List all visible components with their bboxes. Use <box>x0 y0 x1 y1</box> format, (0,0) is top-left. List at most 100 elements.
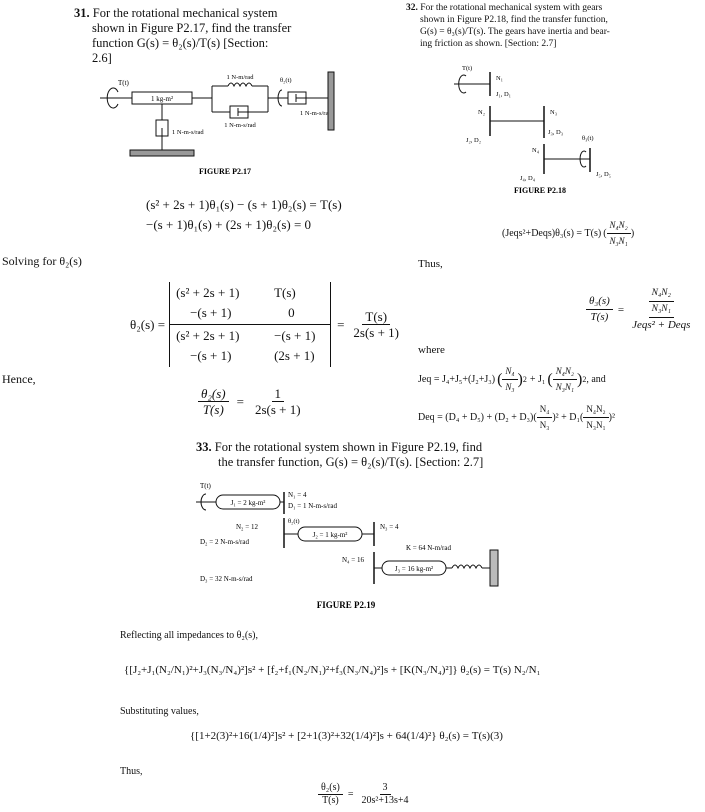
problem-33-line1: For the rotational system shown in Figur… <box>214 440 483 454</box>
det-numerator: (s² + 2s + 1) T(s) −(s + 1) 0 <box>169 282 332 325</box>
p33-tf-rnum: 3 <box>379 782 391 795</box>
p31-eq2: −(s + 1)θ₁(s) + (2s + 1)θ₂(s) = 0 <box>146 217 312 232</box>
p32-eqmotion-num: N₄N₂ <box>606 218 631 234</box>
p32-jeq-f1-den: N₃ <box>505 382 515 392</box>
p32-jeq-mid: + J₁ <box>529 374 546 385</box>
p33-substituted-equation: {[1+2(3)²+16(1/4)²]s² + [2+1(3)²+32(1/4)… <box>190 730 503 742</box>
p32-torque-label: T(t) <box>462 65 472 72</box>
p32-where-text: where <box>418 344 445 356</box>
p33-wall <box>489 549 499 587</box>
det-den-a: (s² + 2s + 1) <box>176 328 240 343</box>
problem-33-statement: 33. For the rotational system shown in F… <box>196 440 483 470</box>
inertia-j1-label: J₁ = 2 kg-m² <box>231 499 266 507</box>
problem-32-number: 32. <box>406 3 418 13</box>
det-num-b: T(s) <box>274 285 296 300</box>
problem-31-line3: function G(s) = θ₂(s)/T(s) [Section: <box>92 36 269 50</box>
p32-deq-f2-den: N₃N₁ <box>586 420 606 430</box>
p33-thus-text: Thus, <box>120 766 143 777</box>
p32-deq-f1-num: N₄ <box>536 402 553 418</box>
p32-jeq-sq2: 2 <box>582 375 587 384</box>
p31-rhs-num: T(s) <box>362 309 391 325</box>
p31-solving-text: Solving for θ₂(s) <box>2 254 82 268</box>
gear-n4-label: N₄ = 16 <box>342 556 364 564</box>
p32-theta3-label: θ₃(t) <box>582 135 594 142</box>
problem-33-number: 33. <box>196 440 212 454</box>
p31-final-num-r: 1 <box>271 386 285 402</box>
p33-tf-lnum: θ₂(s) <box>318 782 343 795</box>
p32-tf-rden: Jeqs² + Deqs <box>632 319 691 331</box>
gear-n1-label: N₁ <box>496 75 503 82</box>
p32-deq-lhs: Deq = (D₄ + D₅) + (D₂ + D₃)( <box>418 412 537 423</box>
p31-equals: = <box>337 316 345 332</box>
gear-n3-label: N₃ <box>550 109 557 116</box>
p32-jeq-sq1: 2 <box>522 375 527 384</box>
spring-k-label: K = 64 N-m/rad <box>406 544 451 552</box>
figure-caption-p2-19: FIGURE P2.19 <box>317 600 376 610</box>
det-den-c: −(s + 1) <box>190 348 232 363</box>
gear-n4-params: J₄, D₄ <box>520 175 536 182</box>
figure-p2-18: T(t) N₁ J₁, D₁ N₂ J₂, D₂ N₃ J₃, D₃ θ₃(t)… <box>454 65 611 195</box>
p33-tf-rden: 20s²+13s+4 <box>361 795 409 806</box>
p32-thus-text: Thus, <box>418 258 443 270</box>
inertia-j3-label: J₃ = 16 kg-m² <box>395 565 433 573</box>
gear-n2-label: N₂ <box>478 109 485 116</box>
problem-31-line4: 2.6] <box>92 51 112 65</box>
p32-deq-mid: )² + D₁( <box>552 412 584 423</box>
p31-rhs-den: 2s(s + 1) <box>353 325 400 340</box>
problem-32-line1: For the rotational mechanical system wit… <box>420 3 603 13</box>
det-num-d: 0 <box>288 305 295 320</box>
p32-jeq-lhs: Jeq = J₄+J₅+(J₂+J₃) <box>418 374 496 385</box>
p33-reflecting-text: Reflecting all impedances to θ₂(s), <box>120 630 258 641</box>
gear-n2-params: J₂, D₂ <box>466 137 481 144</box>
p31-determinant-solution: θ₂(s) = (s² + 2s + 1) T(s) −(s + 1) 0 (s… <box>130 282 402 367</box>
damper-d1-label: 1 N-m-s/rad <box>224 122 256 129</box>
det-den-b: −(s + 1) <box>274 328 316 343</box>
p32-jeq-f2-num: N₄N₂ <box>552 364 577 380</box>
problem-31-number: 31. <box>74 6 90 20</box>
det-den-d: (2s + 1) <box>274 348 315 363</box>
problem-32-line2: shown in Figure P2.18, find the transfer… <box>420 15 608 25</box>
damper-d2-label: D₂ = 2 N-m-s/rad <box>200 538 249 546</box>
ground <box>129 149 195 157</box>
problem-31-statement: 31. For the rotational mechanical system… <box>74 6 291 66</box>
right-wall <box>327 71 335 131</box>
p31-eq1: (s² + 2s + 1)θ₁(s) − (s + 1)θ₂(s) = T(s) <box>146 197 342 212</box>
gear-n2-label: N₂ = 12 <box>236 523 258 531</box>
inertia-label: 1 kg-m² <box>151 95 173 103</box>
spring-k1-label: 1 N-m/rad <box>227 74 255 81</box>
problem-31-line1: For the rotational mechanical system <box>92 6 278 20</box>
damper-k2-label: 1 N-m-s/rad <box>300 110 332 117</box>
p32-tf-rnum-top: N₄N₂ <box>648 286 674 302</box>
p32-deq-f1-den: N₃ <box>539 420 550 430</box>
det-num-c: −(s + 1) <box>190 305 232 320</box>
det-num-a: (s² + 2s + 1) <box>176 285 240 300</box>
p33-substituting-text: Substituting values, <box>120 706 199 717</box>
problem-31-line2: shown in Figure P2.17, find the transfer <box>92 21 292 35</box>
spring-k <box>451 564 483 570</box>
damper-d2-label: 1 N-m-s/rad <box>172 129 204 136</box>
gear-n3-label: N₃ = 4 <box>380 523 399 531</box>
theta2-label: θ₂(t) <box>280 77 292 84</box>
problem-32-statement: 32. For the rotational mechanical system… <box>406 2 702 50</box>
p31-final-den-r: 2s(s + 1) <box>254 402 301 417</box>
spring-k1 <box>227 82 253 88</box>
figure-p2-19: T(t) J₁ = 2 kg-m² N₁ = 4 D₁ = 1 N-m-s/ra… <box>196 482 499 610</box>
p31-lhs: θ₂(s) = <box>130 316 166 332</box>
inertia-j2-label: J₂ = 1 kg-m² <box>313 531 348 539</box>
p31-rhs-fraction: T(s) 2s(s + 1) <box>350 309 402 340</box>
load-j5-params: J₅, D₅ <box>596 171 611 178</box>
gear-n4-label: N₄ <box>532 147 540 154</box>
det-denominator: (s² + 2s + 1) −(s + 1) −(s + 1) (2s + 1) <box>169 325 332 367</box>
p32-jeq-f1-num: N₄ <box>502 364 518 380</box>
p31-final-den-l: T(s) <box>202 402 224 417</box>
p33-tf-lden: T(s) <box>322 795 339 806</box>
damper-d1-label: D₁ = 1 N-m-s/rad <box>288 502 337 510</box>
p32-deq-end: )² <box>608 412 615 423</box>
p33-torque-label: T(t) <box>200 482 212 490</box>
figure-caption-p2-18: FIGURE P2.18 <box>514 186 566 195</box>
